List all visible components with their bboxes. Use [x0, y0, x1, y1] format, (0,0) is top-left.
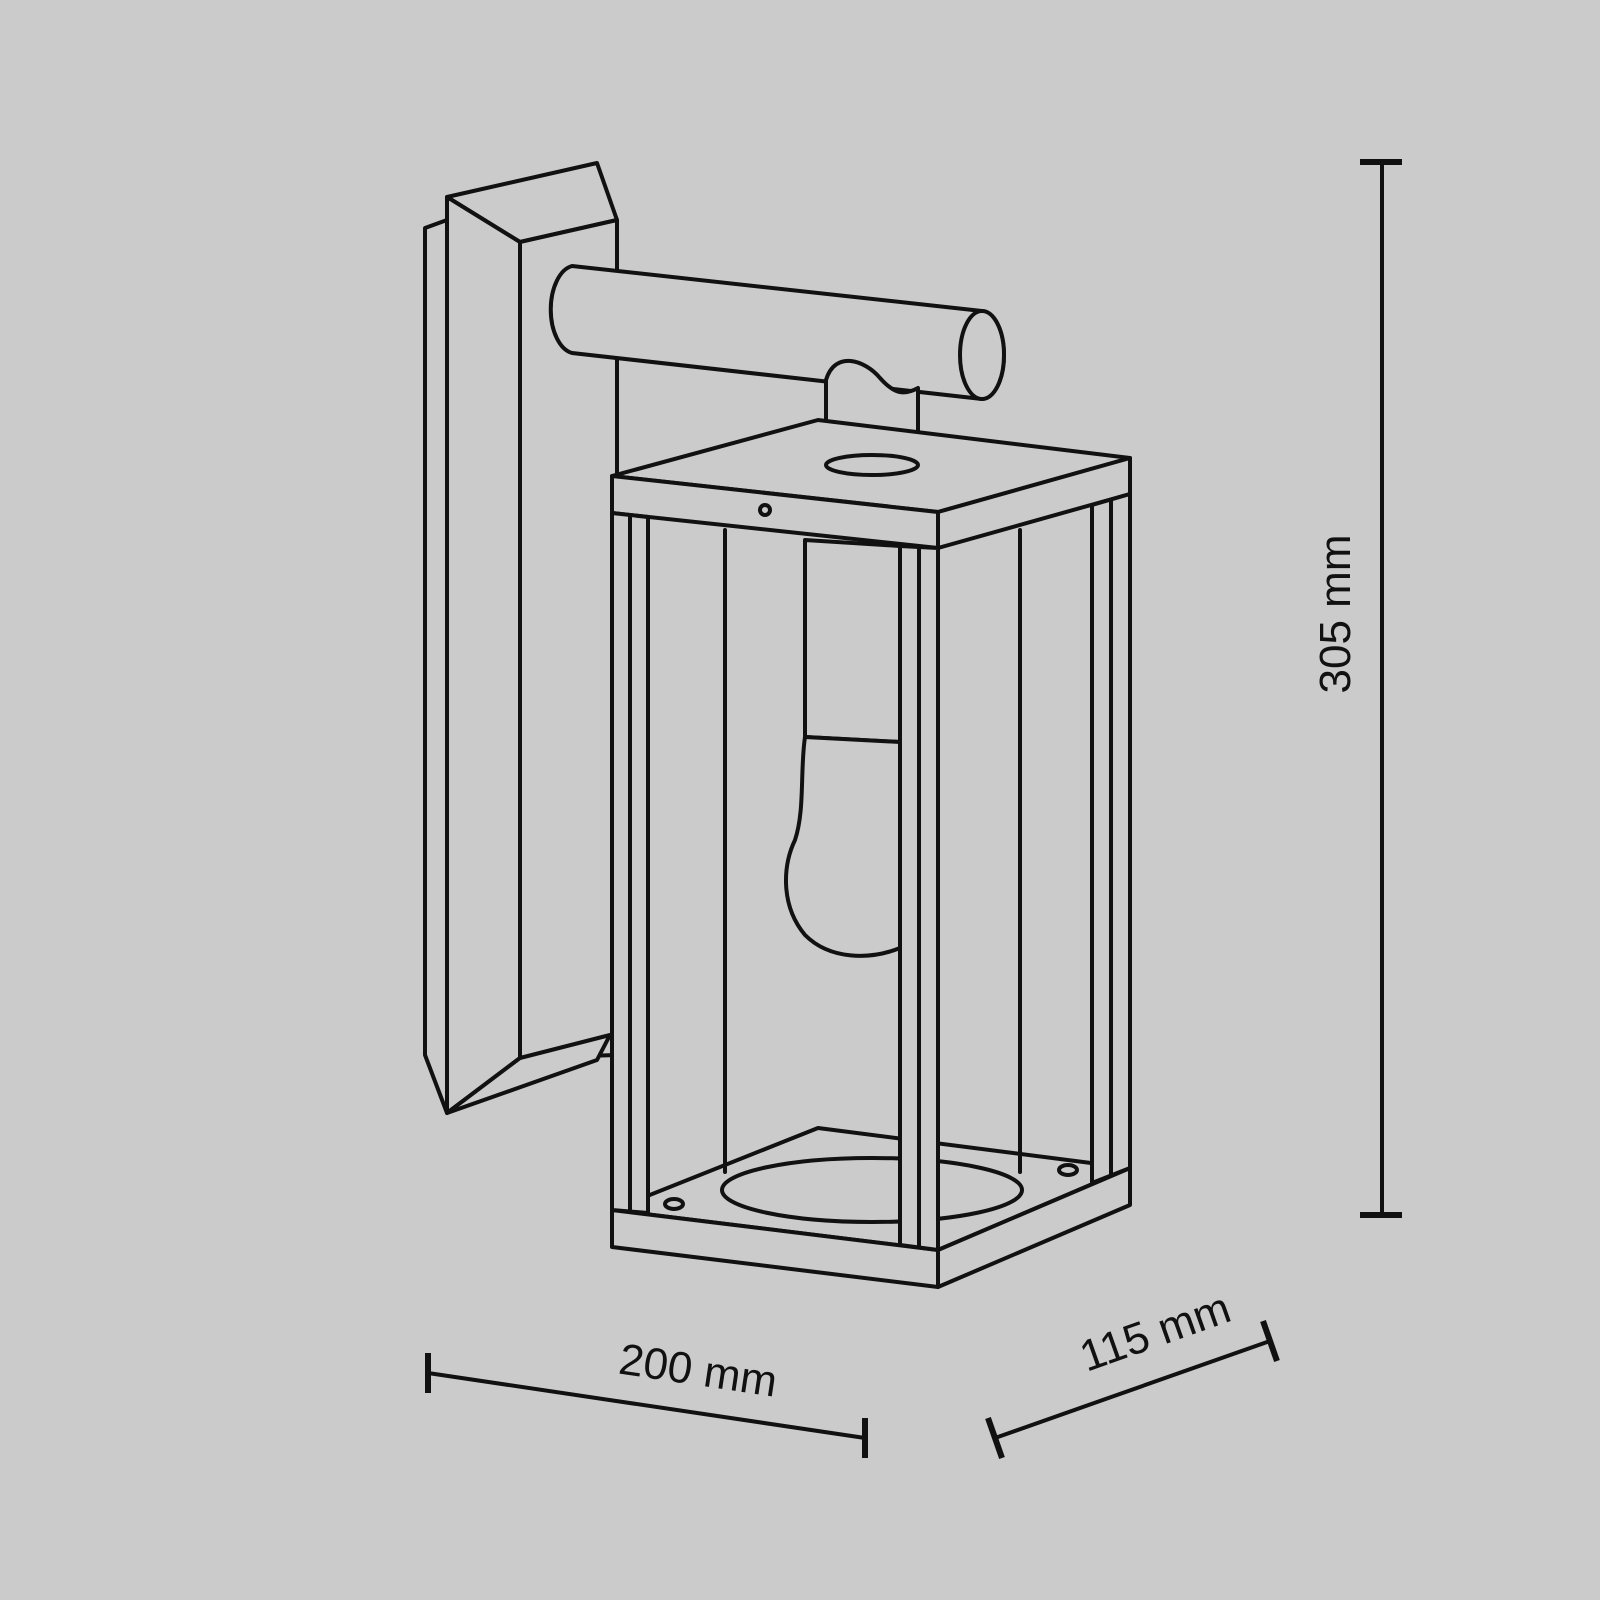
- width-dimension-line: [427, 1371, 866, 1440]
- bulb-socket: [803, 538, 902, 744]
- lantern-base: [610, 1126, 1132, 1289]
- lantern-frame: [610, 492, 1132, 1252]
- depth-dimension-cap-left: [985, 1417, 1005, 1459]
- width-dimension: 200 mm: [425, 1335, 868, 1458]
- top-cap-socket: [824, 453, 920, 477]
- base-side: [936, 1166, 1132, 1289]
- depth-dimension-line: [994, 1339, 1271, 1440]
- wall-mount: [423, 161, 619, 1115]
- depth-dimension-label: 115 mm: [1074, 1283, 1237, 1381]
- top-screw: [758, 503, 772, 517]
- lamp-bulb: [723, 528, 1022, 1174]
- lantern-top: [610, 418, 1132, 550]
- width-dimension-label: 200 mm: [616, 1335, 780, 1407]
- bulb-glass: [784, 735, 902, 958]
- base-opening: [720, 1156, 1024, 1224]
- mount-left-face: [445, 195, 522, 1115]
- height-dimension: 305 mm: [1311, 159, 1402, 1218]
- mount-back-plate: [423, 218, 449, 1115]
- arm-tube-end: [958, 309, 1006, 401]
- base-screw-left: [663, 1197, 685, 1211]
- depth-dimension-cap-right: [1260, 1320, 1280, 1362]
- depth-dimension: 115 mm: [985, 1283, 1280, 1459]
- height-dimension-label: 305 mm: [1311, 535, 1360, 694]
- base-screw-right: [1057, 1163, 1079, 1177]
